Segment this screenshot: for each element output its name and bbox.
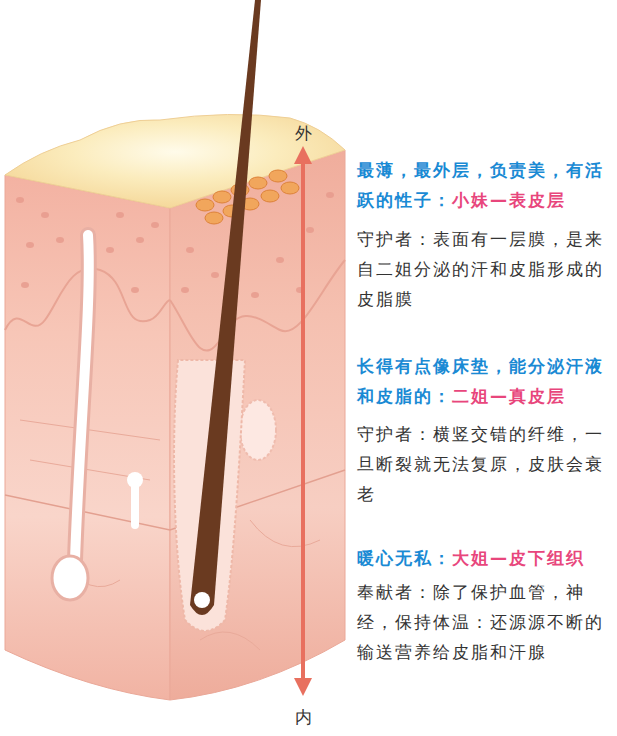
layer-note: 奉献者：除了保护血管，神经，保持体温：还源源不断的输送营养给皮脂和汗腺 bbox=[357, 582, 604, 662]
layer-note: 守护者：横竖交错的纤维，一旦断裂就无法复原，皮肤会衰老 bbox=[357, 424, 604, 504]
skin-top-face bbox=[5, 114, 345, 208]
small-gland bbox=[127, 472, 143, 488]
sweat-duct bbox=[75, 235, 89, 560]
sweat-duct-outline bbox=[75, 235, 89, 560]
layer-heading: 小妹—表皮层 bbox=[452, 190, 566, 210]
skin-right-face bbox=[170, 150, 345, 700]
layer-note: 守护者：表面有一层膜，是来自二姐分泌的汗和皮脂形成的皮脂膜 bbox=[357, 229, 604, 309]
sebaceous-gland bbox=[240, 400, 276, 460]
depth-arrow bbox=[301, 160, 305, 682]
layer-heading: 大姐—皮下组织 bbox=[452, 548, 585, 568]
layer-heading: 二姐—真皮层 bbox=[452, 386, 566, 406]
axis-label-block: 外 bbox=[288, 118, 318, 148]
hair-papilla bbox=[194, 592, 210, 608]
axis-label-block: 内 bbox=[288, 702, 318, 732]
surface-cells bbox=[196, 170, 299, 224]
arrow-head bbox=[294, 146, 312, 164]
sweat-gland bbox=[52, 556, 88, 600]
axis-label: 内 bbox=[295, 707, 312, 727]
axis-label: 外 bbox=[295, 123, 312, 143]
epidermis-cells bbox=[16, 192, 334, 298]
layer-heading-block: 长得有点像床垫，能分泌汗液和皮脂的：二姐—真皮层 bbox=[357, 351, 614, 411]
arrow-head bbox=[294, 678, 312, 696]
layer-heading-block: 暖心无私：大姐—皮下组织 bbox=[357, 543, 614, 573]
layer-note-block: 守护者：横竖交错的纤维，一旦断裂就无法复原，皮肤会衰老 bbox=[357, 419, 614, 509]
hair-shaft bbox=[190, 0, 261, 615]
fibres bbox=[20, 420, 320, 650]
layer-note-block: 奉献者：除了保护血管，神经，保持体温：还源源不断的输送营养给皮脂和汗腺 bbox=[357, 577, 614, 667]
layer-heading-block: 最薄，最外层，负责美，有活跃的性子：小妹—表皮层 bbox=[357, 155, 614, 215]
epidermis-border bbox=[170, 260, 345, 351]
layer-heading: 暖心无私： bbox=[357, 548, 452, 568]
layer-note-block: 守护者：表面有一层膜，是来自二姐分泌的汗和皮脂形成的皮脂膜 bbox=[357, 224, 614, 314]
